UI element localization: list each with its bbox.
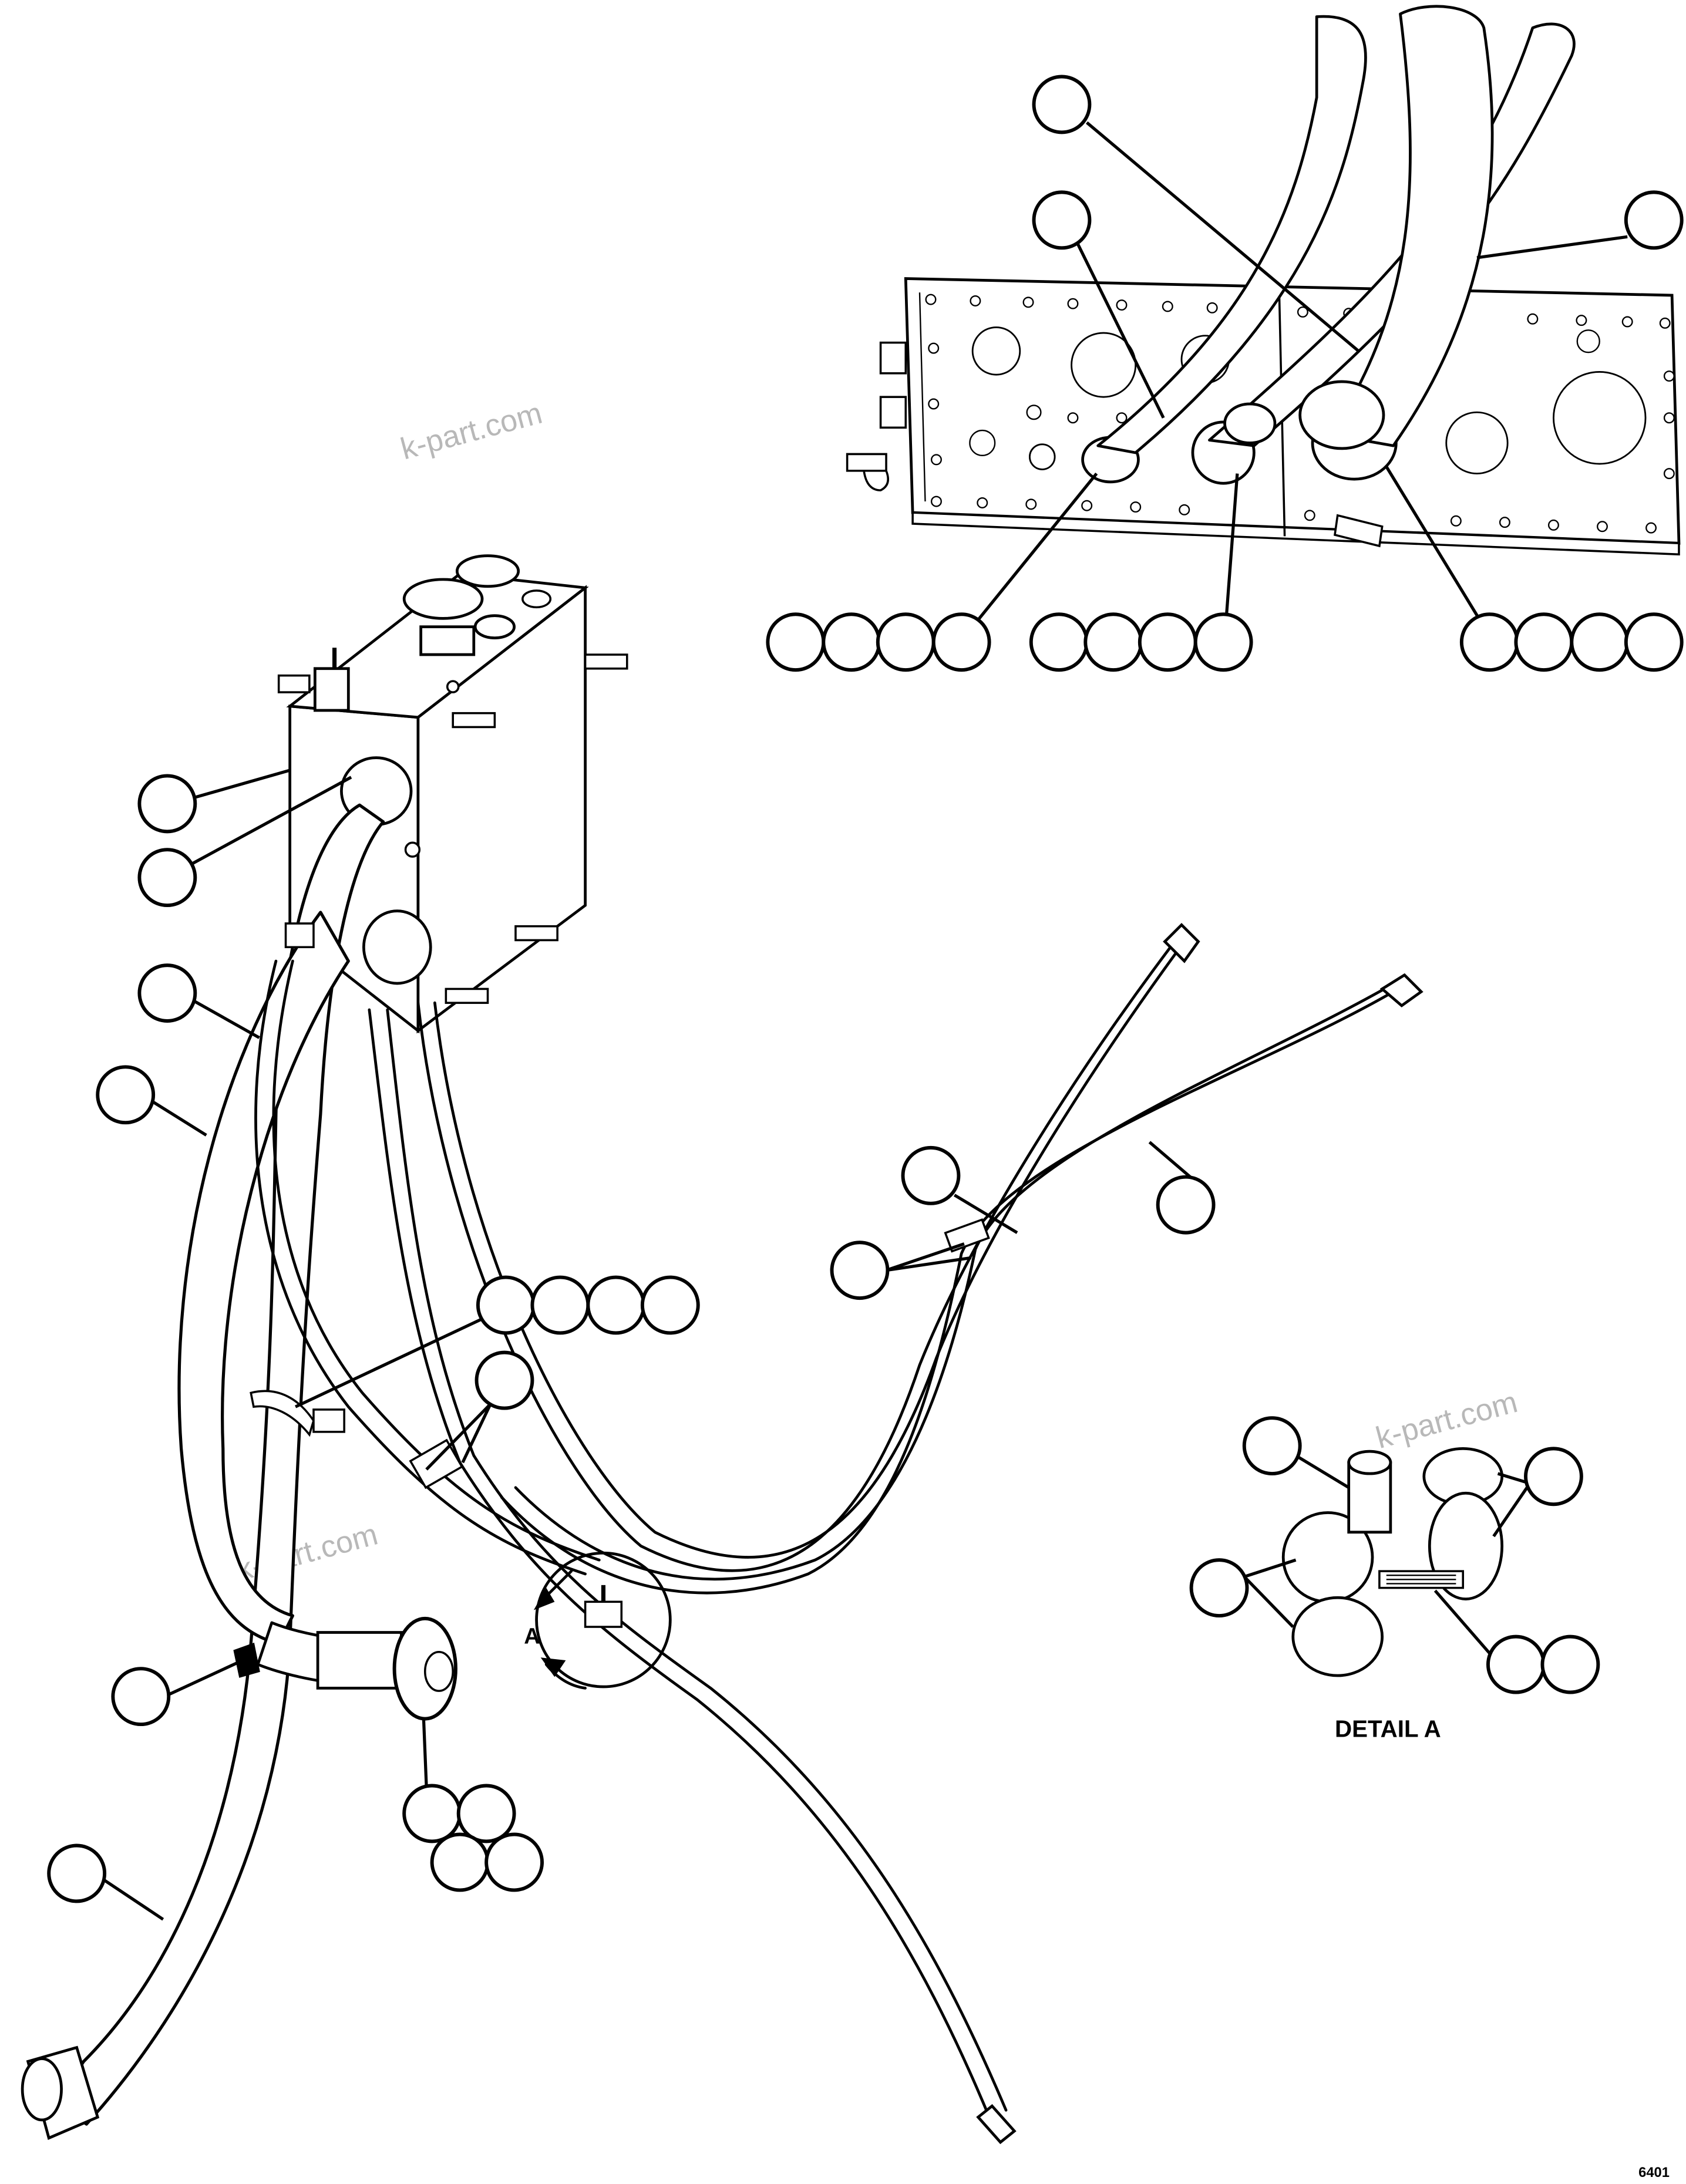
leader-lines: [99, 121, 1628, 1921]
callout-bubble: [876, 612, 935, 672]
callout-bubbles: [47, 75, 1684, 1903]
callout-bubble: [1514, 612, 1574, 672]
control-valve-block: [277, 554, 628, 1034]
callout-bubble: [474, 1350, 534, 1410]
callout-bubble: [640, 1275, 700, 1335]
callout-bubble: [96, 1065, 156, 1125]
callout-bubble: [1624, 190, 1684, 250]
callout-bubble: [137, 963, 197, 1023]
callout-bubble: [137, 774, 197, 834]
callout-bubble: [1486, 1634, 1546, 1694]
callout-bubble: [1524, 1447, 1583, 1506]
callout-bubble: [1083, 612, 1143, 672]
callout-bubble: [830, 1241, 890, 1300]
callout-bubble: [1193, 612, 1253, 672]
callout-bubble: [901, 1145, 961, 1205]
upper-return-hoses: [1096, 5, 1576, 454]
hose-bundle: [21, 803, 1423, 2145]
hose-clamps: [233, 1218, 990, 1690]
callout-bubble: [931, 612, 991, 672]
callout-bubble: [1189, 1558, 1249, 1618]
callout-bubble: [1032, 75, 1092, 134]
callout-bubble: [47, 1843, 107, 1903]
callout-bubble: [111, 1667, 171, 1727]
drawing-code: 6401: [1638, 2165, 1670, 2180]
view-letter: A: [524, 1624, 540, 1649]
callout-bubble: [1032, 190, 1092, 250]
detail-a-view: [1281, 1447, 1504, 1677]
callout-bubble: [1242, 1416, 1302, 1476]
callout-bubble: [766, 612, 826, 672]
detail-caption: DETAIL A: [1335, 1715, 1441, 1742]
callout-bubble: [586, 1275, 646, 1335]
watermark: k-part.com: [1372, 1385, 1521, 1455]
callout-bubble: [1029, 612, 1089, 672]
callout-bubble: [1624, 612, 1684, 672]
callout-bubble: [1540, 1634, 1600, 1694]
callout-bubble: [1138, 612, 1197, 672]
callout-bubble: [530, 1275, 590, 1335]
callout-bubble: [1459, 612, 1519, 672]
callout-bubble: [402, 1784, 462, 1843]
callout-bubble: [1570, 612, 1630, 672]
callout-bubble: [430, 1832, 490, 1892]
callout-bubble: [1156, 1175, 1216, 1235]
watermark: k-part.com: [397, 396, 546, 467]
callout-bubble: [137, 848, 197, 908]
callout-bubble: [476, 1275, 536, 1335]
callout-bubble: [484, 1832, 544, 1892]
callout-bubble: [822, 612, 881, 672]
callout-bubble: [456, 1784, 516, 1843]
